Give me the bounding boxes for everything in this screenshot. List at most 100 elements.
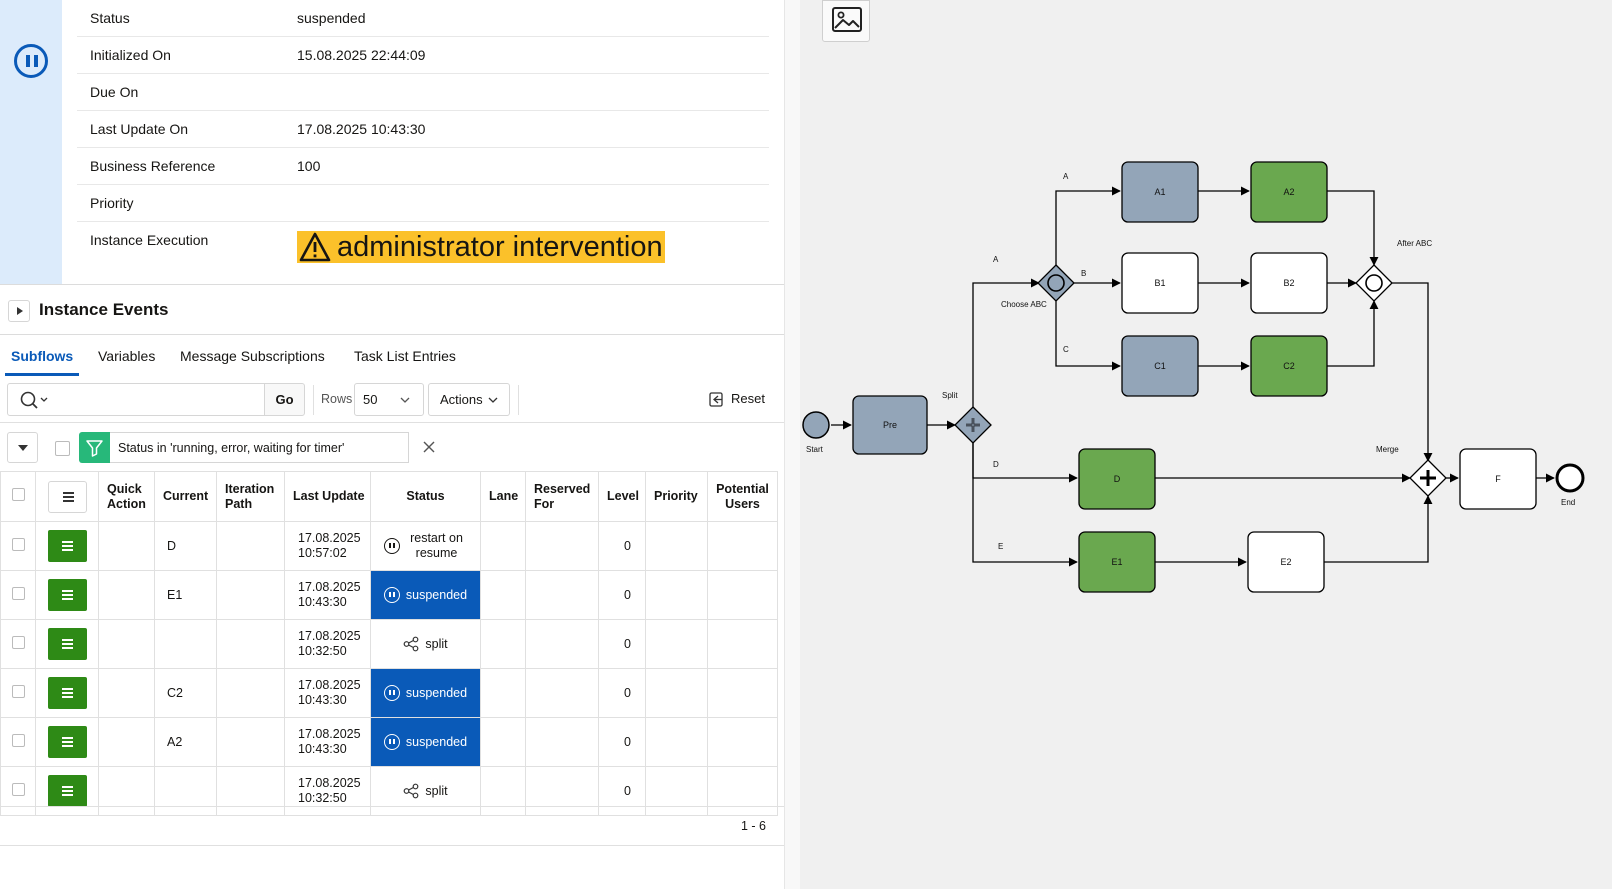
- tab-variables[interactable]: Variables: [98, 348, 156, 364]
- task-c1[interactable]: C1: [1121, 335, 1199, 397]
- sequence-flows: [831, 186, 1555, 567]
- row-checkbox[interactable]: [11, 538, 25, 551]
- row-checkbox[interactable]: [11, 636, 25, 649]
- row-actions-menu-button[interactable]: [47, 726, 87, 758]
- column-header[interactable]: Reserved For: [525, 471, 599, 522]
- iteration-path-cell: [216, 766, 285, 816]
- task-a2[interactable]: A2: [1250, 161, 1328, 223]
- process-diagram: Pre A1 A2 B1 B2 C1 C2 D E1 E2 F Start En…: [802, 161, 1585, 593]
- column-header[interactable]: Quick Action: [98, 471, 155, 522]
- select-all-checkbox[interactable]: [11, 488, 25, 501]
- row-actions-menu-button[interactable]: [47, 677, 87, 709]
- reserved-for-cell: [525, 570, 599, 620]
- detail-row-priority: Priority: [77, 185, 769, 222]
- quick-action-cell: [98, 521, 155, 571]
- task-label: C1: [1154, 361, 1166, 371]
- table-header-row: Quick Action Current Iteration Path Last…: [0, 471, 778, 522]
- splitter-handle[interactable]: [784, 0, 800, 889]
- task-b2[interactable]: B2: [1250, 252, 1328, 314]
- row-actions-menu-button[interactable]: [47, 628, 87, 660]
- left-panel: Status suspended Initialized On 15.08.20…: [0, 0, 784, 889]
- column-header[interactable]: Iteration Path: [216, 471, 285, 522]
- actions-label: Actions: [440, 392, 483, 407]
- task-d[interactable]: D: [1078, 448, 1156, 510]
- task-c2[interactable]: C2: [1250, 335, 1328, 397]
- actions-menu-button[interactable]: Actions: [428, 383, 510, 416]
- instance-events-title: Instance Events: [39, 300, 169, 319]
- divider: [0, 422, 784, 423]
- task-a1[interactable]: A1: [1121, 161, 1199, 223]
- rows-select[interactable]: 50: [354, 383, 424, 416]
- column-header[interactable]: Lane: [480, 471, 526, 522]
- row-checkbox[interactable]: [11, 685, 25, 698]
- task-pre[interactable]: Pre: [852, 395, 928, 455]
- task-label: Pre: [883, 420, 897, 430]
- row-select-cell: [0, 668, 36, 718]
- start-event-icon: [802, 411, 830, 439]
- column-header[interactable]: Last Update: [284, 471, 371, 522]
- row-select-cell: [0, 521, 36, 571]
- row-actions-menu-button[interactable]: [47, 530, 87, 562]
- search-input[interactable]: [55, 383, 265, 416]
- task-label: C2: [1283, 361, 1295, 371]
- row-checkbox[interactable]: [11, 783, 25, 796]
- task-f[interactable]: F: [1459, 448, 1537, 510]
- split-label: Split: [942, 391, 958, 400]
- column-header[interactable]: Priority: [645, 471, 708, 522]
- detail-label: Priority: [90, 195, 134, 211]
- detail-value: suspended: [297, 10, 366, 26]
- filter-icon: [79, 432, 110, 463]
- download-image-button[interactable]: [822, 0, 870, 42]
- search-column-button[interactable]: [7, 383, 56, 416]
- collapse-filters-button[interactable]: [7, 432, 38, 463]
- row-checkbox[interactable]: [11, 734, 25, 747]
- quick-action-cell: [98, 570, 155, 620]
- pause-icon: [383, 538, 400, 554]
- column-header[interactable]: Status: [370, 471, 481, 522]
- column-header[interactable]: Level: [598, 471, 646, 522]
- iteration-path-cell: [216, 570, 285, 620]
- detail-label: Business Reference: [90, 158, 216, 174]
- row-actions-menu-button[interactable]: [47, 579, 87, 611]
- go-button[interactable]: Go: [264, 383, 305, 416]
- select-all-cell: [0, 471, 36, 522]
- task-e2[interactable]: E2: [1247, 531, 1325, 593]
- column-header[interactable]: Potential Users: [707, 471, 778, 522]
- row-checkbox[interactable]: [11, 587, 25, 600]
- priority-cell: [645, 668, 708, 718]
- expand-toggle-button[interactable]: [8, 300, 30, 322]
- divider: [0, 284, 784, 285]
- filter-enable-checkbox[interactable]: [55, 441, 70, 456]
- current-cell: E1: [154, 570, 217, 620]
- detail-row-last-update-on: Last Update On 17.08.2025 10:43:30: [77, 111, 769, 148]
- tab-message-subscriptions[interactable]: Message Subscriptions: [180, 348, 325, 364]
- current-cell: [154, 766, 217, 816]
- quick-action-cell: [98, 619, 155, 669]
- priority-cell: [645, 619, 708, 669]
- merge-label: Merge: [1376, 445, 1399, 454]
- filter-description[interactable]: Status in 'running, error, waiting for t…: [110, 432, 409, 463]
- after-abc-gateway: [1355, 264, 1393, 302]
- task-e1[interactable]: E1: [1078, 531, 1156, 593]
- task-label: A2: [1283, 187, 1294, 197]
- tab-subflows[interactable]: Subflows: [11, 348, 74, 364]
- row-actions-menu-button[interactable]: [47, 775, 87, 807]
- potential-users-cell: [707, 570, 778, 620]
- task-b1[interactable]: B1: [1121, 252, 1199, 314]
- last-update-date: 17.08.2025: [298, 580, 361, 594]
- task-label: B1: [1154, 278, 1165, 288]
- remove-filter-icon[interactable]: [420, 438, 438, 456]
- flow-label-d: D: [993, 460, 999, 469]
- lane-cell: [480, 668, 526, 718]
- lane-cell: [480, 717, 526, 767]
- column-header[interactable]: Current: [154, 471, 217, 522]
- lane-cell: [480, 570, 526, 620]
- tab-task-list-entries[interactable]: Task List Entries: [354, 348, 456, 364]
- reserved-for-cell: [525, 521, 599, 571]
- status-text: suspended: [405, 734, 468, 749]
- reset-button[interactable]: Reset: [705, 383, 777, 416]
- column-menu-button[interactable]: [47, 480, 87, 513]
